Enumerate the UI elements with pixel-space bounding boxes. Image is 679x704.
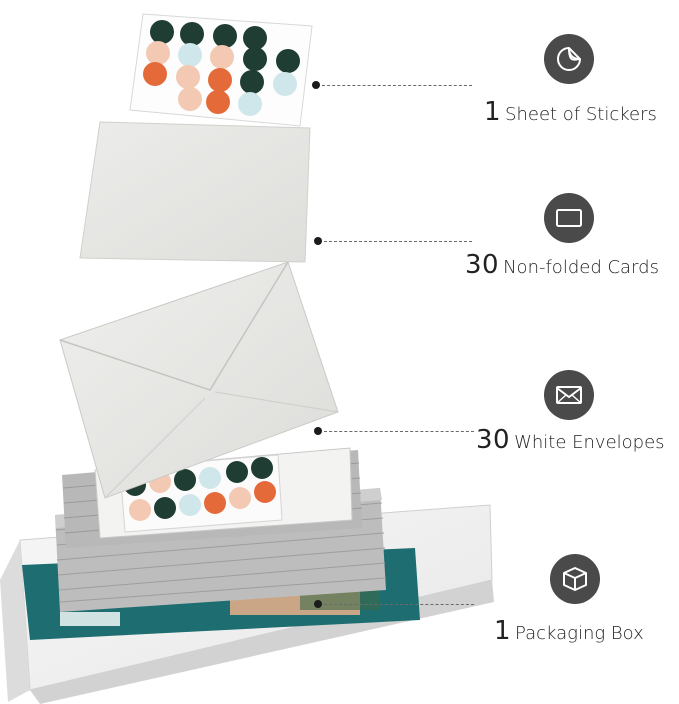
leader-dot-box [314, 600, 322, 608]
leader-dot-cards [314, 237, 322, 245]
text-box: Packaging Box [515, 623, 644, 644]
count-cards: 30 [465, 250, 500, 280]
envelope-icon [544, 370, 594, 420]
leader-line-stickers [322, 85, 472, 86]
card-icon [544, 193, 594, 243]
leader-dot-stickers [312, 81, 320, 89]
count-box: 1 [494, 616, 512, 646]
floating-envelope [59, 261, 339, 499]
leader-line-cards [324, 241, 472, 242]
count-stickers: 1 [484, 97, 502, 127]
leader-line-box [324, 604, 474, 605]
sticker-sheet-top [129, 13, 313, 127]
leader-line-envelopes [324, 431, 474, 432]
sticker-peel-icon [544, 34, 594, 84]
sticker-sheet-on-stack [119, 454, 283, 533]
text-cards: Non-folded Cards [503, 257, 659, 278]
count-envelopes: 30 [476, 425, 511, 455]
floating-card [79, 121, 311, 263]
box-icon [550, 554, 600, 604]
text-envelopes: White Envelopes [514, 432, 665, 453]
text-stickers: Sheet of Stickers [505, 104, 657, 125]
leader-dot-envelopes [314, 427, 322, 435]
